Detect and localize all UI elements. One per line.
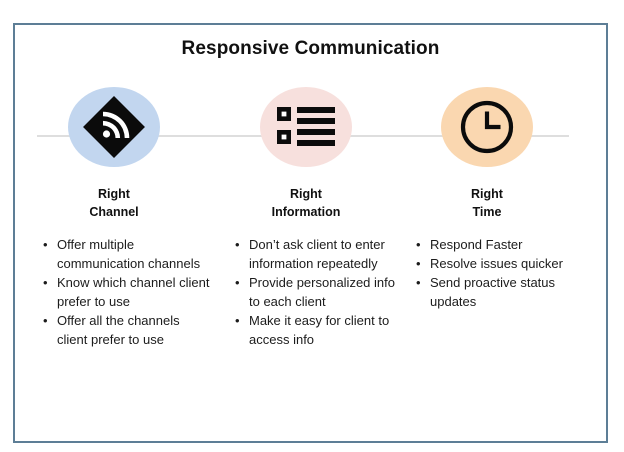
list-item: • Send proactive status updates bbox=[408, 273, 580, 311]
list-item: • Offer multiple communication channels bbox=[35, 235, 213, 273]
list-item: • Know which channel client prefer to us… bbox=[35, 273, 213, 311]
list-item: • Provide personalized info to each clie… bbox=[227, 273, 399, 311]
heading-line-1: Right bbox=[98, 187, 130, 201]
list-item-text: Make it easy for client to access info bbox=[249, 313, 390, 347]
list-item-text: Respond Faster bbox=[430, 237, 523, 252]
column-right-time: Right Time • Respond Faster • Resolve is… bbox=[394, 25, 580, 441]
list-item: • Don’t ask client to enter information … bbox=[227, 235, 399, 273]
bullet-marker-icon: • bbox=[43, 313, 48, 328]
bullet-marker-icon: • bbox=[43, 237, 48, 252]
bullet-list-right-time: • Respond Faster • Resolve issues quicke… bbox=[394, 235, 580, 311]
bullet-marker-icon: • bbox=[235, 237, 240, 252]
bullet-marker-icon: • bbox=[235, 275, 240, 290]
list-item: • Make it easy for client to access info bbox=[227, 311, 399, 349]
rss-signal-diamond-icon bbox=[83, 96, 145, 158]
heading-line-1: Right bbox=[471, 187, 503, 201]
list-item-text: Don’t ask client to enter information re… bbox=[249, 237, 385, 271]
column-heading-right-time: Right Time bbox=[394, 185, 580, 221]
bullet-list-right-information: • Don’t ask client to enter information … bbox=[213, 235, 399, 349]
list-item-text: Know which channel client prefer to use bbox=[57, 275, 210, 309]
list-item: • Respond Faster bbox=[408, 235, 580, 254]
list-item: • Resolve issues quicker bbox=[408, 254, 580, 273]
heading-line-2: Channel bbox=[89, 205, 139, 219]
list-item-text: Send proactive status updates bbox=[430, 275, 556, 309]
bullet-marker-icon: • bbox=[235, 313, 240, 328]
bulleted-list-icon bbox=[277, 105, 335, 149]
clock-icon bbox=[458, 98, 516, 156]
bullet-marker-icon: • bbox=[416, 256, 421, 271]
column-heading-right-information: Right Information bbox=[213, 185, 399, 221]
list-item-text: Provide personalized info to each client bbox=[249, 275, 395, 309]
heading-line-1: Right bbox=[290, 187, 322, 201]
list-item-text: Resolve issues quicker bbox=[430, 256, 563, 271]
icon-badge-right-information bbox=[260, 87, 352, 167]
column-heading-right-channel: Right Channel bbox=[21, 185, 207, 221]
bullet-list-right-channel: • Offer multiple communication channels … bbox=[21, 235, 213, 349]
list-item-text: Offer multiple communication channels bbox=[57, 237, 201, 271]
list-item: • Offer all the channels client prefer t… bbox=[35, 311, 213, 349]
column-right-channel: Right Channel • Offer multiple communica… bbox=[21, 25, 209, 441]
columns-container: Right Channel • Offer multiple communica… bbox=[15, 25, 606, 441]
slide-frame: Responsive Communication Rig bbox=[13, 23, 608, 443]
icon-badge-right-channel bbox=[68, 87, 160, 167]
bullet-marker-icon: • bbox=[416, 237, 421, 252]
heading-line-2: Information bbox=[271, 205, 341, 219]
list-item-text: Offer all the channels client prefer to … bbox=[57, 313, 180, 347]
bullet-marker-icon: • bbox=[43, 275, 48, 290]
icon-badge-right-time bbox=[441, 87, 533, 167]
page-title: Responsive Communication bbox=[181, 38, 440, 59]
heading-line-2: Time bbox=[472, 205, 502, 219]
column-right-information: Right Information • Don’t ask client to … bbox=[213, 25, 399, 441]
bullet-marker-icon: • bbox=[416, 275, 421, 290]
